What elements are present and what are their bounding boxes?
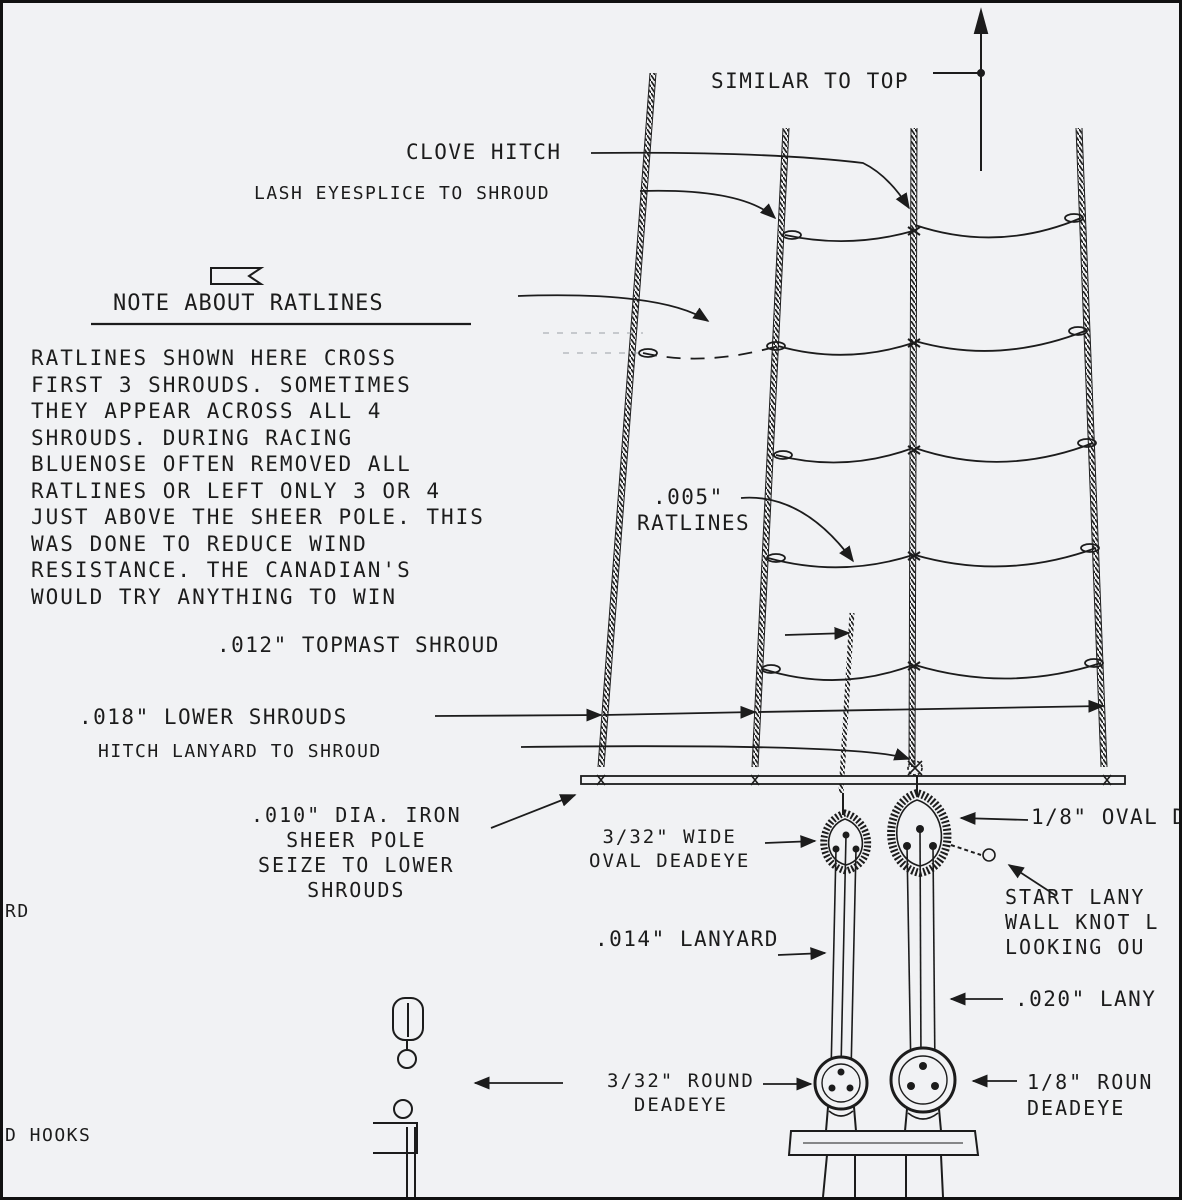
wide-oval-deadeye-label: 3/32" WIDE OVAL DEADEYE [589, 826, 751, 872]
lash-eyesplice-label: LASH EYESPLICE TO SHROUD [254, 183, 551, 204]
round-deadeye-right-label: 1/8" ROUN DEADEYE [1027, 1070, 1154, 1120]
edge-rd-label: RD [5, 901, 30, 922]
hitch-lanyard-label: HITCH LANYARD TO SHROUD [98, 741, 382, 762]
lower-round-deadeye-left [813, 1055, 869, 1132]
channel [787, 1130, 980, 1197]
lanyard-014-label: .014" LANYARD [595, 927, 779, 951]
lower-shrouds-label: .018" LOWER SHROUDS [79, 705, 348, 729]
topmast-shroud [838, 612, 855, 794]
edge-hooks-label: D HOOKS [5, 1125, 92, 1146]
rigging-diagram [91, 7, 1126, 1197]
lower-shrouds [598, 72, 1107, 794]
note-text: RATLINES SHOWN HERE CROSS FIRST 3 SHROUD… [31, 346, 485, 609]
sheer-pole-label: .010" DIA. IRON SHEER POLE SEIZE TO LOWE… [251, 803, 462, 902]
shroud-2 [752, 127, 789, 768]
ratlines-size-label: .005" [653, 485, 724, 509]
ratlines-label: RATLINES [637, 511, 751, 535]
lower-round-deadeye-right [889, 1046, 957, 1132]
hook-detail [373, 997, 424, 1197]
similar-to-top-label: SIMILAR TO TOP [711, 69, 910, 93]
lanyard-020-label: .020" LANY [1015, 987, 1157, 1011]
shroud-3 [909, 127, 917, 768]
note-title: NOTE ABOUT RATLINES [113, 291, 384, 316]
lanyards [830, 828, 936, 1076]
ratlines [642, 217, 1102, 681]
leader-lines [434, 151, 1105, 1091]
oval-deadeye-right-label: 1/8" OVAL D [1031, 805, 1182, 829]
note-flag-icon [210, 267, 265, 285]
topmast-shroud-label: .012" TOPMAST SHROUD [217, 633, 500, 657]
sheer-pole [580, 774, 1126, 786]
start-lanyard-label: START LANY WALL KNOT L LOOKING OU [1005, 885, 1160, 959]
round-deadeye-left-label: 3/32" ROUND DEADEYE [607, 1070, 755, 1116]
shroud-1 [598, 72, 656, 768]
similar-to-top-pointer [933, 7, 989, 171]
clove-hitch-label: CLOVE HITCH [406, 140, 562, 164]
